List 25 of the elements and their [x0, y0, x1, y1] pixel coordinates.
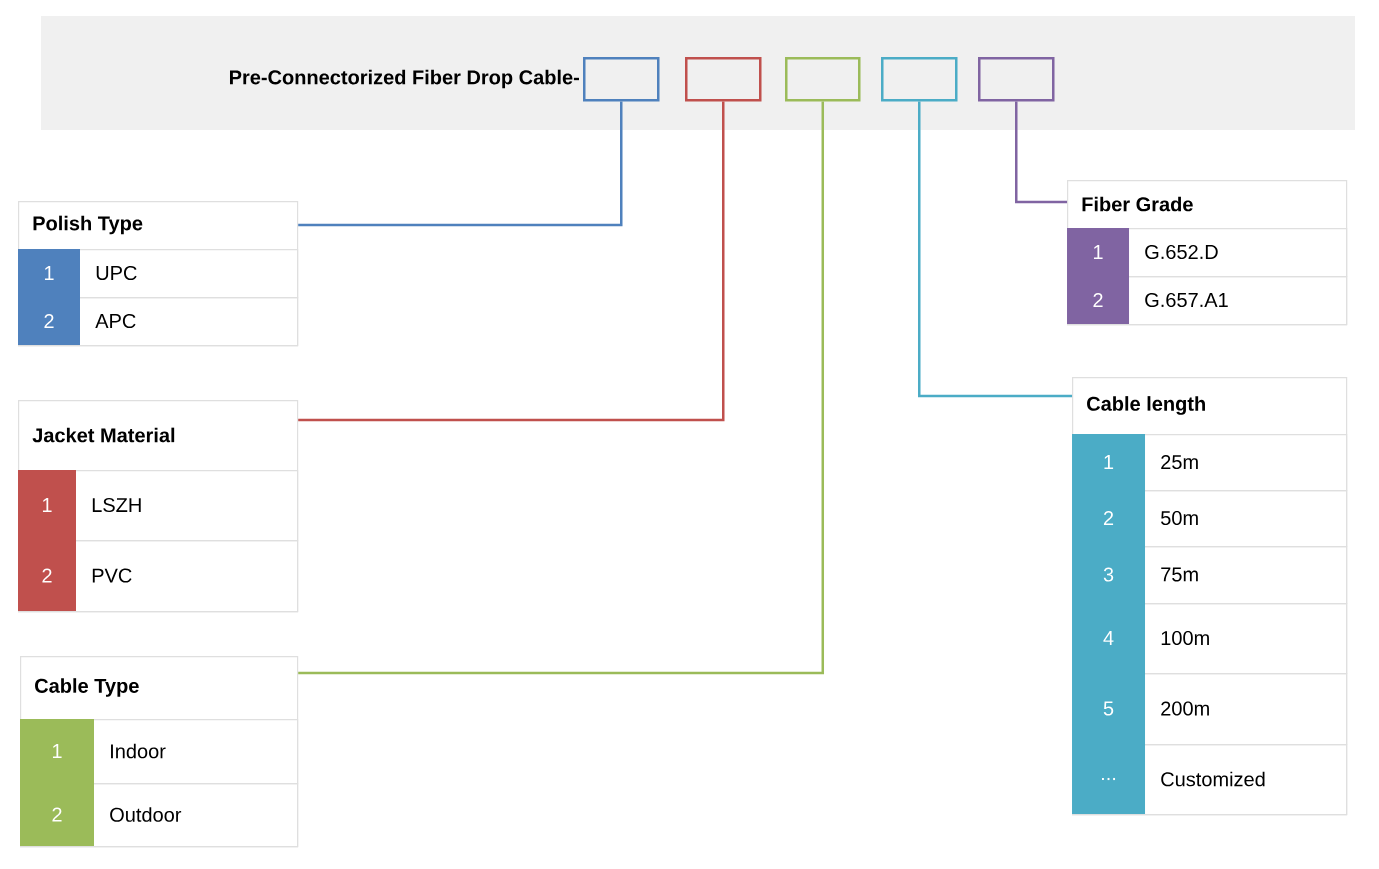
code-box [785, 57, 861, 102]
code-box [685, 57, 762, 102]
table-row: 5 200m [1072, 673, 1348, 746]
connector-line [918, 101, 1072, 398]
table-row: 1 Indoor [20, 719, 299, 785]
table-row: 3 75m [1072, 546, 1348, 605]
code-box [583, 57, 660, 102]
table-row: 2 50m [1072, 490, 1348, 548]
table-row: 2 APC [18, 297, 299, 347]
table-row: 2 G.657.A1 [1067, 276, 1348, 326]
table-row: 2 PVC [18, 540, 299, 613]
connector-line [298, 101, 623, 227]
table-row: 2 Outdoor [20, 783, 299, 848]
table-row: ... Customized [1072, 744, 1348, 816]
title: Pre-Connectorized Fiber Drop Cable- [230, 69, 579, 89]
code-box [978, 57, 1055, 102]
table-row: 1 LSZH [18, 470, 299, 542]
table-row: 1 UPC [18, 249, 299, 299]
code-box [881, 57, 958, 102]
table-row: 1 G.652.D [1067, 228, 1348, 278]
table-row: 4 100m [1072, 603, 1348, 675]
connector-line [1015, 101, 1067, 204]
connector-line [298, 101, 824, 675]
table-row: 1 25m [1072, 434, 1348, 492]
connector-line [298, 101, 725, 422]
